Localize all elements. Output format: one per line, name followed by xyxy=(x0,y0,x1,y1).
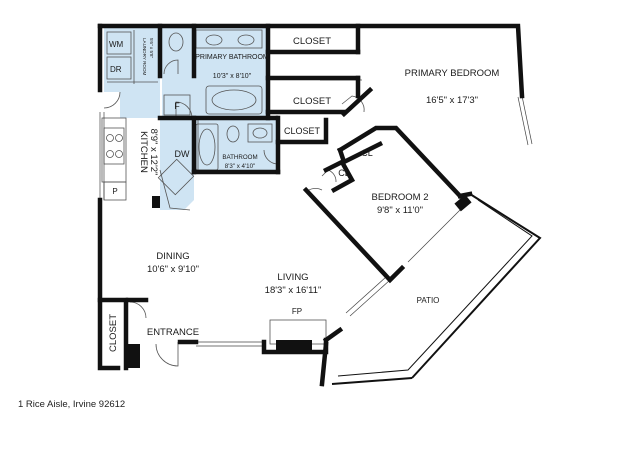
primary-bath-name: PRIMARY BATHROOM xyxy=(195,54,269,61)
toilet-icon xyxy=(226,125,240,143)
primary-bath-dims: 10'3" x 8'10" xyxy=(213,73,252,80)
bedroom-divider xyxy=(340,86,374,118)
stove-icon xyxy=(103,127,125,165)
dryer-label: DR xyxy=(110,65,122,74)
windows xyxy=(99,95,533,347)
toilet-icon xyxy=(168,32,184,52)
sink-icon xyxy=(205,34,223,46)
cl-box-lower xyxy=(322,159,356,194)
bedroom-post xyxy=(454,194,472,212)
living-dims: 18'3" x 16'11" xyxy=(265,285,322,296)
bedroom2-top xyxy=(336,125,464,200)
laundry-name: LAUNDRY ROOM xyxy=(142,38,147,76)
sink-icon xyxy=(252,127,268,139)
bath-name: BATHROOM xyxy=(222,154,257,161)
kitchen-sink-icon xyxy=(157,158,195,196)
sink-counter xyxy=(247,123,273,143)
dishwasher-label: DW xyxy=(175,149,190,159)
washer-label: WM xyxy=(109,40,124,49)
patio-label: PATIO xyxy=(417,296,440,305)
cl-upper-label: CL xyxy=(361,148,373,158)
entrance-label: ENTRANCE xyxy=(147,327,199,338)
left-wall-lower xyxy=(97,197,121,371)
primary-bath-floor xyxy=(162,28,266,118)
kitchen-counter-left xyxy=(101,117,127,183)
top-wall xyxy=(97,23,525,99)
solid-blocks xyxy=(126,194,472,368)
laundry-dims: 5'6" x 5'8" xyxy=(149,38,154,58)
closet-top-label: CLOSET xyxy=(293,36,331,47)
hall-floor xyxy=(120,90,160,118)
fireplace-label: FP xyxy=(292,307,302,316)
patio-wall xyxy=(322,326,344,344)
primary-bedroom-name: PRIMARY BEDROOM xyxy=(405,68,500,79)
cl-lower-label: CL xyxy=(338,168,350,178)
bedroom2-dims: 9'8" x 11'0" xyxy=(377,205,423,216)
fireplace-block xyxy=(276,340,312,352)
bedroom2-left xyxy=(302,186,406,284)
closet-middle-label: CLOSET xyxy=(293,96,331,107)
wet-areas xyxy=(104,28,276,210)
entry-post xyxy=(126,344,140,368)
closet-small-label: CLOSET xyxy=(284,126,321,136)
sink-icon xyxy=(237,34,255,46)
address-caption: 1 Rice Aisle, Irvine 92612 xyxy=(18,399,126,410)
bathtub-icon xyxy=(205,85,263,115)
walls xyxy=(97,23,525,387)
freezer-label: F xyxy=(174,101,180,111)
kitchen-counter xyxy=(160,118,194,210)
fixtures xyxy=(101,29,362,345)
closet-small-wall xyxy=(275,117,329,145)
living-name: LIVING xyxy=(277,272,308,283)
kitchen-dims: 8'9" x 12'2" xyxy=(148,129,159,176)
patio-outline xyxy=(331,193,542,385)
dryer-icon xyxy=(106,56,132,80)
bath-dims: 8'3" x 4'10" xyxy=(225,163,256,170)
entry-closet-label: CLOSET xyxy=(108,314,119,352)
washer-icon xyxy=(106,31,132,55)
dining-dims: 10'6" x 9'10" xyxy=(147,264,199,275)
laundry-floor xyxy=(104,28,160,92)
bedroom2-name: BEDROOM 2 xyxy=(371,192,428,203)
pantry-label: P xyxy=(112,187,117,196)
labels: WM DR LAUNDRY ROOM 5'6" x 5'8" PRIMARY B… xyxy=(108,36,499,352)
kitchen-name: KITCHEN xyxy=(138,131,149,173)
kitchen-post xyxy=(152,196,160,208)
primary-bedroom-dims: 16'5" x 17'3" xyxy=(426,95,478,106)
dining-name: DINING xyxy=(156,251,189,262)
freezer-box xyxy=(163,94,191,116)
living-lower xyxy=(319,341,329,387)
